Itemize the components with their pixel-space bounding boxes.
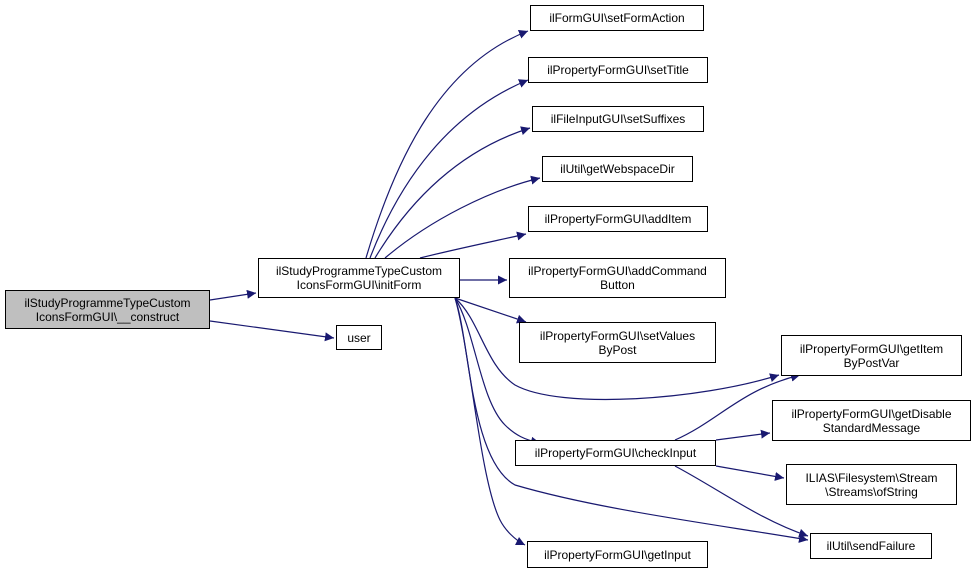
- node-getWebspaceDir-line1: ilUtil\getWebspaceDir: [560, 162, 675, 176]
- node-setTitle-line1: ilPropertyFormGUI\setTitle: [547, 63, 689, 77]
- edge-initForm-to-getItemByPostVar: [454, 297, 780, 401]
- node-setSuffixes[interactable]: ilFileInputGUI\setSuffixes: [532, 106, 704, 132]
- node-setSuffixes-line1: ilFileInputGUI\setSuffixes: [550, 112, 686, 126]
- node-getItemByPostVar-line2: ByPostVar: [843, 355, 900, 370]
- node-getItemByPostVar[interactable]: ilPropertyFormGUI\getItem ByPostVar: [781, 335, 962, 376]
- node-getInput[interactable]: ilPropertyFormGUI\getInput: [527, 541, 708, 568]
- node-construct-line2: IconsFormGUI\__construct: [35, 309, 180, 324]
- node-construct-line1: ilStudyProgrammeTypeCustom: [24, 295, 191, 310]
- node-checkInput[interactable]: ilPropertyFormGUI\checkInput: [515, 440, 716, 466]
- edge-initForm-to-addItem: [419, 231, 527, 259]
- edge-construct-to-initForm: [209, 289, 257, 301]
- node-getDisableStandardMessage-line2: StandardMessage: [822, 420, 921, 435]
- node-getDisableStandardMessage-line1: ilPropertyFormGUI\getDisable: [791, 406, 952, 421]
- node-addItem-line1: ilPropertyFormGUI\addItem: [544, 212, 692, 226]
- node-user[interactable]: user: [336, 325, 382, 350]
- node-setTitle[interactable]: ilPropertyFormGUI\setTitle: [528, 57, 708, 83]
- node-streamsOfString-line1: ILIAS\Filesystem\Stream: [805, 470, 938, 485]
- node-addCommandButton[interactable]: ilPropertyFormGUI\addCommand Button: [509, 258, 726, 298]
- edge-initForm-to-getWebspaceDir: [384, 175, 541, 259]
- node-streamsOfString-line2: \Streams\ofString: [825, 484, 918, 499]
- node-initForm-line2: IconsFormGUI\initForm: [296, 278, 422, 292]
- edge-initForm-to-getInput: [454, 297, 526, 546]
- node-setValuesByPost-line1: ilPropertyFormGUI\setValues: [539, 328, 696, 343]
- edge-initForm-to-setTitle: [369, 79, 529, 259]
- node-setValuesByPost-line2: ByPost: [598, 342, 637, 357]
- node-getInput-line1: ilPropertyFormGUI\getInput: [544, 547, 691, 562]
- node-addItem[interactable]: ilPropertyFormGUI\addItem: [528, 206, 708, 232]
- node-construct[interactable]: ilStudyProgrammeTypeCustom IconsFormGUI\…: [5, 290, 210, 329]
- node-setValuesByPost[interactable]: ilPropertyFormGUI\setValues ByPost: [519, 322, 716, 363]
- node-getWebspaceDir[interactable]: ilUtil\getWebspaceDir: [542, 156, 693, 182]
- node-sendFailure-line1: ilUtil\sendFailure: [826, 539, 916, 553]
- node-addCommandButton-line2: Button: [600, 278, 635, 292]
- node-initForm-line1: ilStudyProgrammeTypeCustom: [275, 264, 443, 278]
- node-getDisableStandardMessage[interactable]: ilPropertyFormGUI\getDisable StandardMes…: [772, 400, 971, 441]
- node-initForm[interactable]: ilStudyProgrammeTypeCustom IconsFormGUI\…: [258, 258, 460, 298]
- edge-checkInput-to-sendFailure: [674, 465, 809, 538]
- edge-initForm-to-checkInput: [454, 297, 541, 446]
- edge-initForm-to-setSuffixes: [374, 126, 531, 259]
- node-getItemByPostVar-line1: ilPropertyFormGUI\getItem: [799, 341, 944, 356]
- node-sendFailure[interactable]: ilUtil\sendFailure: [810, 533, 932, 559]
- node-addCommandButton-line1: ilPropertyFormGUI\addCommand: [528, 264, 707, 278]
- node-user-line1: user: [347, 330, 371, 345]
- edge-initForm-to-setFormAction: [365, 30, 529, 259]
- node-checkInput-line1: ilPropertyFormGUI\checkInput: [534, 446, 697, 460]
- edge-initForm-to-setValuesByPost: [454, 297, 527, 324]
- edge-checkInput-to-getItemByPostVar: [674, 372, 801, 441]
- edge-construct-to-user: [209, 320, 335, 342]
- node-setFormAction[interactable]: ilFormGUI\setFormAction: [530, 5, 704, 31]
- edge-checkInput-to-streamsOfString: [715, 465, 785, 481]
- edge-checkInput-to-getDisableStandardMessage: [715, 429, 771, 441]
- node-setFormAction-line1: ilFormGUI\setFormAction: [549, 11, 685, 25]
- node-streamsOfString[interactable]: ILIAS\Filesystem\Stream \Streams\ofStrin…: [786, 464, 957, 505]
